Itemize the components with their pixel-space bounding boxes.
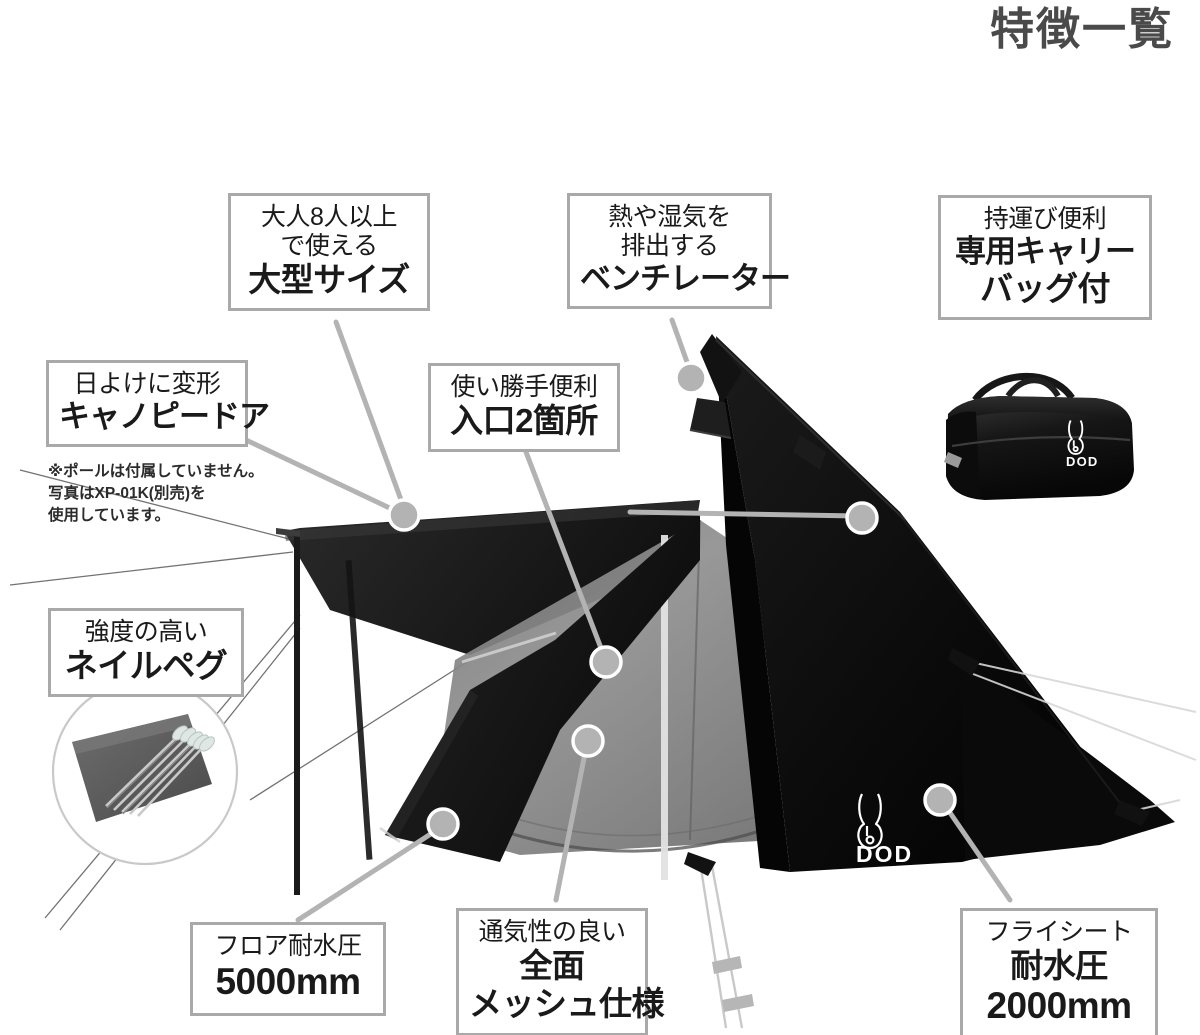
note-line: 使用しています。 [48, 507, 170, 524]
svg-text:DOD: DOD [856, 841, 913, 867]
callout-line-emphasis: ベンチレーター [580, 261, 791, 296]
callout-line-emphasis: 2000mm [986, 985, 1132, 1027]
callout-line-emphasis: 大型サイズ [248, 261, 410, 298]
carry-bag-photo: DOD [944, 373, 1134, 500]
callout-canopy-door: 日よけに変形 キャノピードア [46, 360, 270, 447]
pole-disclaimer-note: ※ポールは付属していません。 写真はXP-01K(別売)を 使用しています。 [48, 461, 264, 527]
callout-line-emphasis: メッシュ仕様 [469, 985, 665, 1023]
callout-nail-peg: 強度の高い ネイルペグ [48, 608, 244, 698]
note-line: 写真はXP-01K(別売)を [48, 485, 206, 502]
callout-line: フロア耐水圧 [214, 932, 362, 960]
callout-line-emphasis: 5000mm [215, 961, 361, 1002]
page-title: 特徴一覧 [990, 5, 1174, 54]
callout-two-entrances: 使い勝手便利 入口2箇所 [428, 363, 620, 453]
nail-peg-photo [51, 678, 239, 866]
callout-line: 強度の高い [84, 618, 208, 646]
callout-full-mesh: 通気性の良い 全面 メッシュ仕様 [456, 908, 665, 1035]
callout-line: フライシート [985, 918, 1133, 946]
callout-line: 大人8人以上 [261, 203, 397, 231]
callout-line-emphasis: キャノピードア [59, 399, 270, 434]
callout-line-emphasis: ネイルペグ [64, 647, 228, 684]
callout-ventilator: 熱や湿気を 排出する ベンチレーター [567, 193, 791, 309]
callout-line-emphasis: バッグ付 [980, 269, 1111, 307]
callout-fly-waterproof: フライシート 耐水圧 2000mm [960, 908, 1158, 1035]
callout-line-emphasis: 耐水圧 [1010, 947, 1108, 984]
callout-line: 通気性の良い [478, 918, 626, 946]
callout-line: 持運び便利 [983, 205, 1107, 233]
callout-floor-waterproof: フロア耐水圧 5000mm [190, 922, 386, 1016]
callout-line-emphasis: 全面 [519, 947, 586, 984]
callout-large-size: 大人8人以上 で使える 大型サイズ [228, 193, 430, 312]
callout-line: 排出する [620, 232, 719, 260]
callout-line: 使い勝手便利 [450, 373, 598, 401]
svg-text:DOD: DOD [1066, 454, 1099, 469]
callout-line-emphasis: 専用キャリー [955, 234, 1136, 269]
callout-line-emphasis: 入口2箇所 [450, 402, 598, 439]
callout-line: で使える [280, 232, 378, 260]
note-line: ※ポールは付属していません。 [48, 463, 264, 480]
callout-line: 日よけに変形 [73, 370, 221, 398]
dod-logo-on-tent [857, 793, 883, 850]
callout-line: 熱や湿気を [608, 203, 731, 231]
callout-carry-bag: 持運び便利 専用キャリー バッグ付 [938, 195, 1152, 321]
